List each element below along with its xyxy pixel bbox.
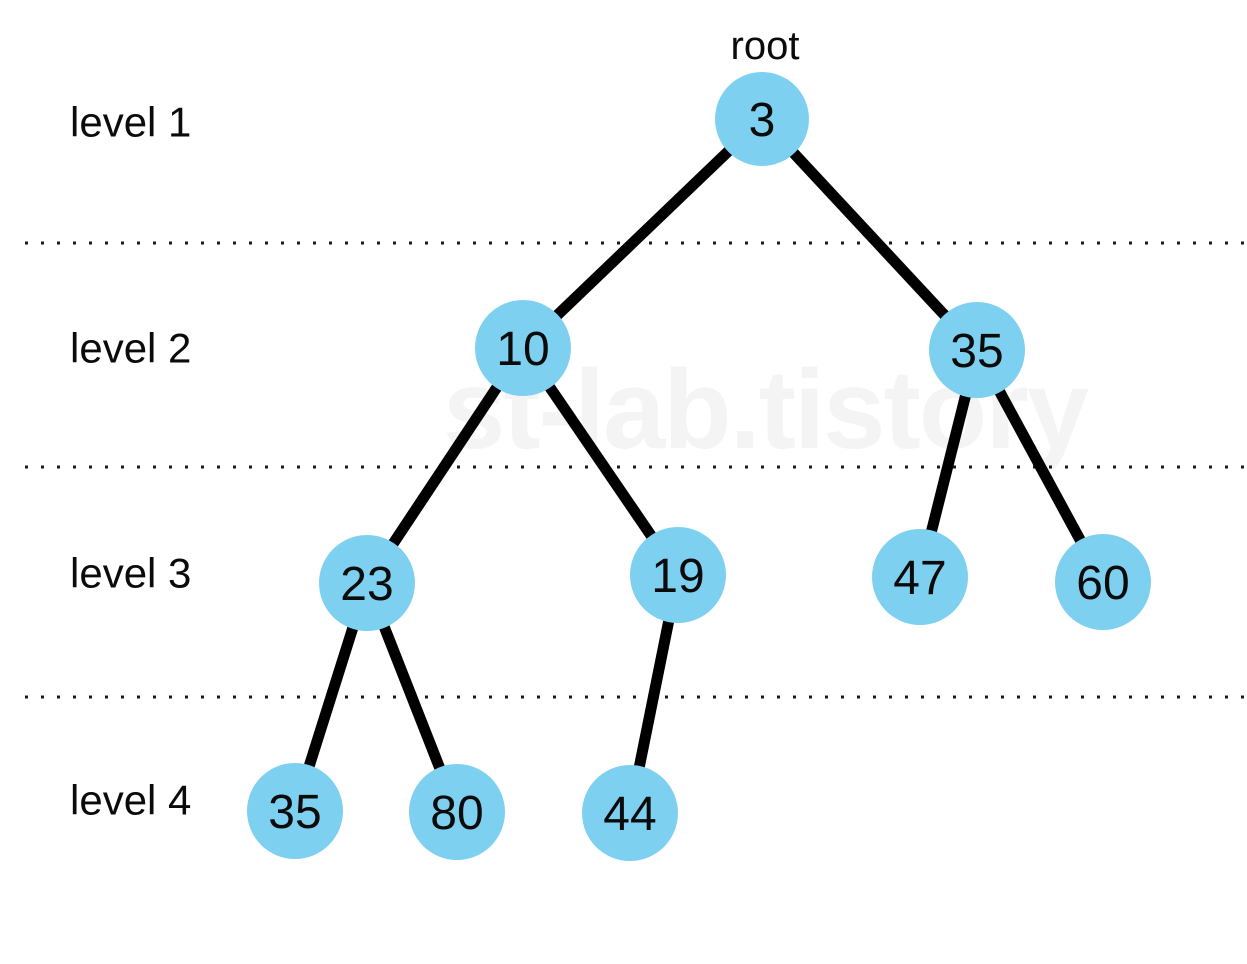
node-value: 80 (430, 787, 483, 840)
node-value: 44 (603, 788, 656, 841)
node-circle (475, 300, 571, 396)
node-circle (247, 763, 343, 859)
tree-node-47: 47 (872, 529, 968, 625)
root-label: root (731, 24, 800, 68)
tree-nodes: 3 10 35 23 19 47 (247, 72, 1151, 861)
level-label-2: level 2 (70, 325, 191, 372)
node-value: 23 (340, 558, 393, 611)
node-circle (582, 765, 678, 861)
level-label-1: level 1 (70, 99, 191, 146)
level-label-3: level 3 (70, 550, 191, 597)
node-circle (715, 72, 809, 166)
node-circle (872, 529, 968, 625)
tree-node-35-level2: 35 (929, 302, 1025, 398)
node-circle (409, 764, 505, 860)
node-value: 35 (950, 325, 1003, 378)
tree-node-80: 80 (409, 764, 505, 860)
node-circle (1055, 534, 1151, 630)
node-value: 47 (893, 552, 946, 605)
node-value: 10 (496, 323, 549, 376)
tree-node-60: 60 (1055, 534, 1151, 630)
tree-node-44: 44 (582, 765, 678, 861)
tree-node-root-3: 3 (715, 72, 809, 166)
node-value: 3 (749, 94, 776, 147)
tree-node-10: 10 (475, 300, 571, 396)
node-circle (630, 527, 726, 623)
level-label-4: level 4 (70, 777, 191, 824)
tree-node-19: 19 (630, 527, 726, 623)
tree-node-35-level4: 35 (247, 763, 343, 859)
node-circle (319, 535, 415, 631)
node-value: 19 (651, 550, 704, 603)
node-value: 60 (1076, 557, 1129, 610)
node-circle (929, 302, 1025, 398)
tree-edge-3-35 (756, 113, 983, 356)
tree-node-23: 23 (319, 535, 415, 631)
node-value: 35 (268, 786, 321, 839)
tree-edge-3-10 (517, 113, 768, 354)
